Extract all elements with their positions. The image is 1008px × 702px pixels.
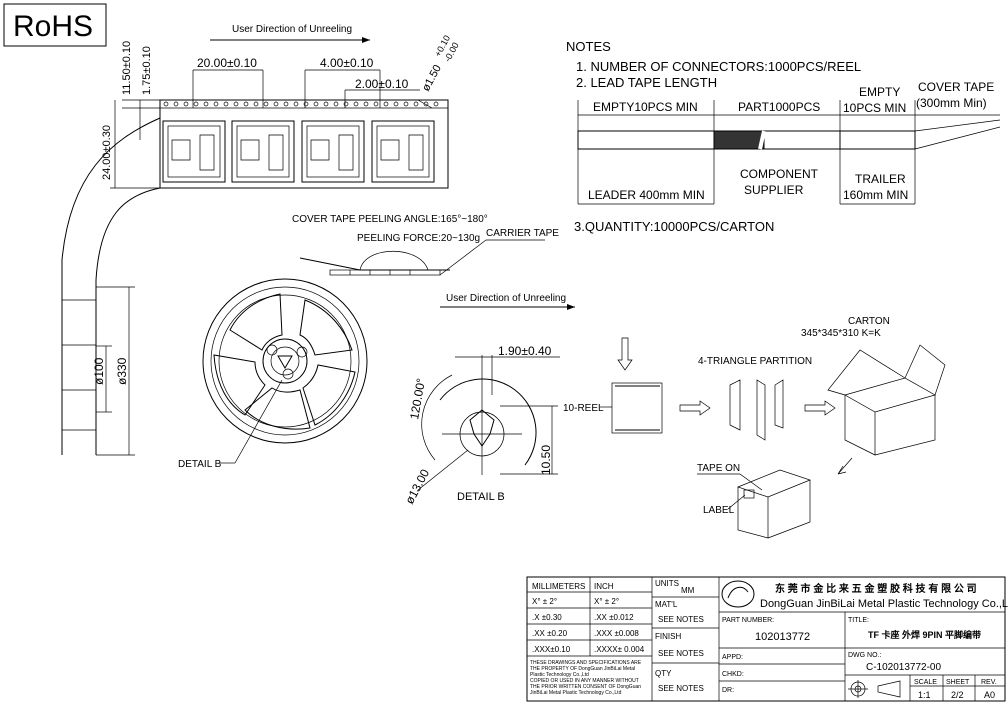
- see-notes-3: SEE NOTES: [658, 684, 704, 693]
- tol-inch-1: .XX ±0.012: [594, 613, 634, 622]
- dwg-no: C-102013772-00: [866, 662, 941, 673]
- partition-label: 4-TRIANGLE PARTITION: [698, 356, 812, 367]
- company-cn: 东 莞 市 金 比 来 五 金 塑 胶 科 技 有 限 公 司: [775, 582, 977, 595]
- peeling-angle: COVER TAPE PEELING ANGLE:165°~180°: [292, 214, 488, 225]
- part-number-label: PART NUMBER:: [722, 617, 774, 624]
- disclaimer-4: COPIED OR USED IN ANY MANNER WITHOUT: [530, 678, 639, 684]
- tape-on-label: TAPE ON: [697, 463, 740, 474]
- empty-right-1: EMPTY: [859, 85, 900, 99]
- peeling-force: PEELING FORCE:20~130g: [357, 233, 480, 244]
- dwg-no-label: DWG NO.:: [848, 652, 881, 659]
- detail-b-callout: DETAIL B: [178, 459, 222, 470]
- reel-dims: ø100 ø330: [92, 286, 135, 456]
- dr-label: DR:: [722, 687, 734, 694]
- dim-pitch: 20.00±0.10: [197, 56, 257, 70]
- rohs-label: RoHS: [13, 10, 93, 43]
- cover-tape-1: COVER TAPE: [918, 80, 994, 94]
- dim-330: ø330: [115, 357, 129, 385]
- notes-item-1: 1. NUMBER OF CONNECTORS:1000PCS/REEL: [576, 59, 861, 74]
- ten-reel-label: 10-REEL: [563, 403, 604, 414]
- notes-block: NOTES 1. NUMBER OF CONNECTORS:1000PCS/RE…: [566, 39, 1001, 234]
- tol-inch-0: X° ± 2°: [594, 597, 619, 606]
- trailer-2: 160mm MIN: [843, 188, 908, 202]
- packing-flow: 10-REEL 4-TRIANGLE PARTITION CARTON 345*…: [563, 316, 946, 539]
- cover-tape-2: (300mm Min): [916, 96, 987, 110]
- see-notes-1: SEE NOTES: [658, 615, 704, 624]
- mm-header: MILLIMETERS: [532, 582, 585, 591]
- dim-11-50: 11.50±0.10: [121, 41, 133, 95]
- rohs-mark: RoHS: [3, 3, 107, 47]
- rev-label: REV.: [981, 679, 997, 686]
- label-label: LABEL: [703, 505, 735, 516]
- units-label: UNITS: [655, 579, 679, 588]
- sheet-label: SHEET: [946, 679, 970, 686]
- peeling-diagram: COVER TAPE PEELING ANGLE:165°~180° PEELI…: [292, 214, 559, 276]
- dim-1-75: 1.75±0.10: [141, 46, 153, 95]
- company-logo: [721, 580, 755, 608]
- empty-left: EMPTY10PCS MIN: [593, 100, 698, 114]
- part-number: 102013772: [755, 631, 810, 643]
- leader: LEADER 400mm MIN: [588, 188, 705, 202]
- tol-mm-0: X° ± 2°: [532, 597, 557, 606]
- notes-item-3: 3.QUANTITY:10000PCS/CARTON: [574, 219, 774, 234]
- dim-120: 120.00°: [407, 377, 428, 421]
- tol-mm-3: .XXX±0.10: [532, 645, 571, 654]
- chkd-label: CHKD:: [722, 671, 744, 678]
- reel-drawing: User Direction of Unreeling DETAIL B: [178, 278, 575, 470]
- tol-mm-1: .X ±0.30: [532, 613, 562, 622]
- carton-size: 345*345*310 K=K: [801, 328, 881, 339]
- tape-direction-label: User Direction of Unreeling: [232, 24, 352, 35]
- title-block: MILLIMETERS INCH X° ± 2° X° ± 2° .X ±0.3…: [526, 576, 1008, 702]
- title-value: TF 卡座 外焊 9PIN 平脚编带: [868, 629, 981, 640]
- projection-symbol: [848, 680, 901, 698]
- detail-b-label: DETAIL B: [457, 491, 505, 503]
- rev-value: A0: [984, 690, 995, 700]
- inch-header: INCH: [594, 582, 614, 591]
- units-value: MM: [681, 586, 695, 595]
- company-en: DongGuan JinBiLai Metal Plastic Technolo…: [760, 598, 1008, 610]
- disclaimer-6: JinBiLai Metal Plastic Technology Co.,Lt…: [530, 690, 622, 696]
- empty-right-2: 10PCS MIN: [843, 101, 906, 115]
- sheet-value: 2/2: [951, 690, 964, 700]
- reel-direction-label: User Direction of Unreeling: [446, 293, 566, 304]
- carton-label: CARTON: [848, 316, 890, 327]
- tol-inch-2: .XXX ±0.008: [594, 629, 639, 638]
- title-label: TITLE:: [848, 617, 869, 624]
- notes-item-2: 2. LEAD TAPE LENGTH: [576, 75, 717, 90]
- tol-mm-2: .XX ±0.20: [532, 629, 568, 638]
- dim-10-50: 10.50: [539, 445, 553, 475]
- disclaimer-1: THESE DRAWINGS AND SPECIFICATIONS ARE: [530, 660, 642, 666]
- disclaimer-5: THE PRIOR WRITTEN CONSENT OF DongGuan: [530, 684, 641, 690]
- dim-13-00: ø13.00: [402, 467, 432, 507]
- matl-label: MAT'L: [655, 600, 678, 609]
- part-label: PART1000PCS: [738, 100, 820, 114]
- finish-label: FINISH: [655, 632, 681, 641]
- carrier-tape-label: CARRIER TAPE: [486, 228, 559, 239]
- dim-100: ø100: [92, 357, 106, 385]
- scale-label: SCALE: [914, 679, 937, 686]
- tape-section: User Direction of Unreeling 20.00±0.10 4…: [61, 24, 461, 455]
- dim-sprocket-pitch: 4.00±0.10: [320, 56, 374, 70]
- component-1: COMPONENT: [740, 167, 819, 181]
- dim-hole: ø1.50: [420, 63, 444, 93]
- component-2: SUPPLIER: [744, 183, 804, 197]
- appd-label: APPD:: [722, 654, 743, 661]
- dim-1-90: 1.90±0.40: [498, 344, 552, 358]
- dim-offset: 2.00±0.10: [355, 77, 409, 91]
- see-notes-2: SEE NOTES: [658, 649, 704, 658]
- scale-value: 1:1: [918, 690, 931, 700]
- notes-title: NOTES: [566, 39, 611, 54]
- disclaimer-3: Plastic Technology Co.,Ltd: [530, 672, 589, 678]
- detail-b-drawing: 1.90±0.40 120.00° 10.50 ø13.00 DETAIL B: [402, 344, 560, 506]
- sprocket-holes: [163, 101, 439, 107]
- tol-inch-3: .XXXX± 0.004: [594, 645, 645, 654]
- tape-pockets: [162, 120, 435, 183]
- qty-label: QTY: [655, 669, 672, 678]
- disclaimer-2: THE PROPERTY OF DongGuan JinBiLai Metal: [530, 666, 635, 672]
- trailer-1: TRAILER: [855, 172, 906, 186]
